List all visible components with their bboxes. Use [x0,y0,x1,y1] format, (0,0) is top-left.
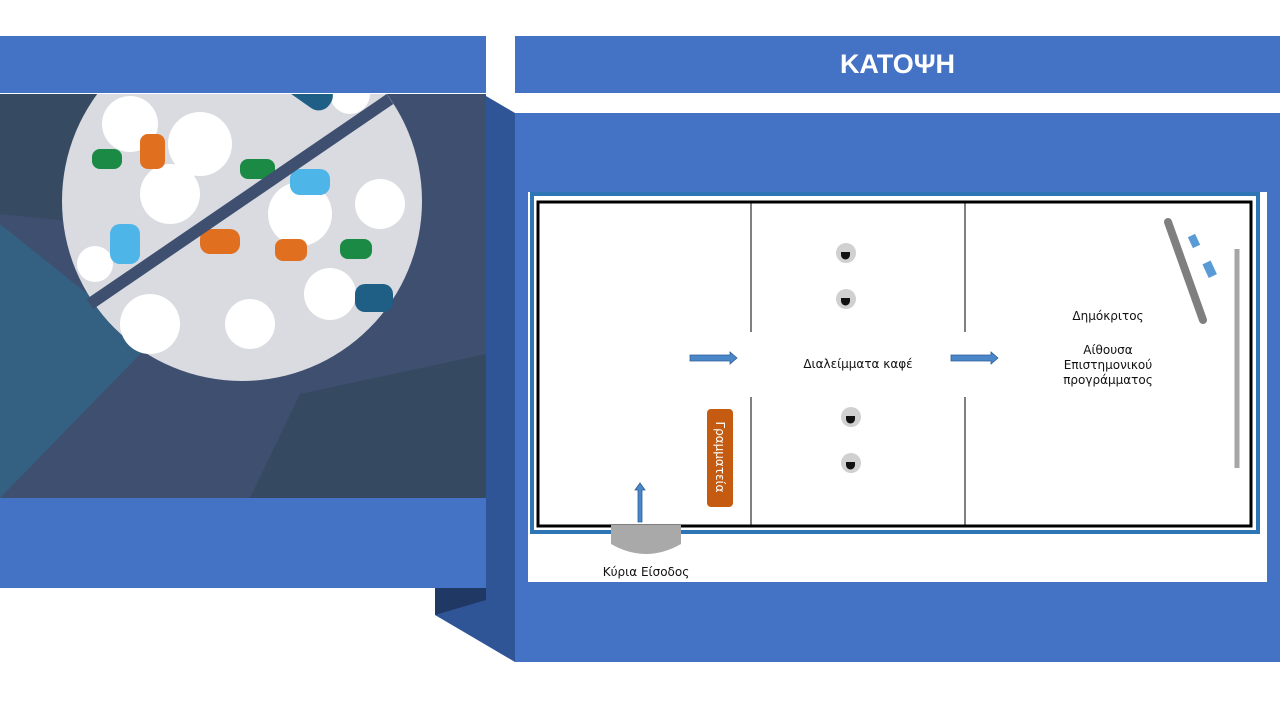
coffee-cup-icon [836,243,856,263]
hall-description-line: Αίθουσα [1083,343,1133,357]
entrance-shape [611,525,681,554]
secretariat-desk [707,409,733,507]
floor-plan: Διαλείμματα καφέ Δημόκριτος Αίθουσα Επισ… [528,192,1267,582]
hall-description-line: Επιστημονικού [1063,358,1153,372]
left-top-bar [0,36,486,93]
left-bottom-bar [0,498,486,588]
slide-title: ΚΑΤΟΨΗ [515,36,1280,93]
arrow-up-icon [634,482,646,523]
coffee-break-label: Διαλείμματα καφέ [803,357,913,371]
pills-image [0,94,486,498]
hall-name: Δημόκριτος [1072,309,1144,323]
secretariat-label: Γραμματεία [713,421,727,493]
entrance-label: Κύρια Είσοδος [602,565,690,579]
hall-description-line: προγράμματος [1063,373,1153,387]
arrow-right-icon [950,351,999,365]
arrow-right-icon [689,351,738,365]
hall-description: Αίθουσα Επιστημονικού προγράμματος [1038,343,1178,388]
